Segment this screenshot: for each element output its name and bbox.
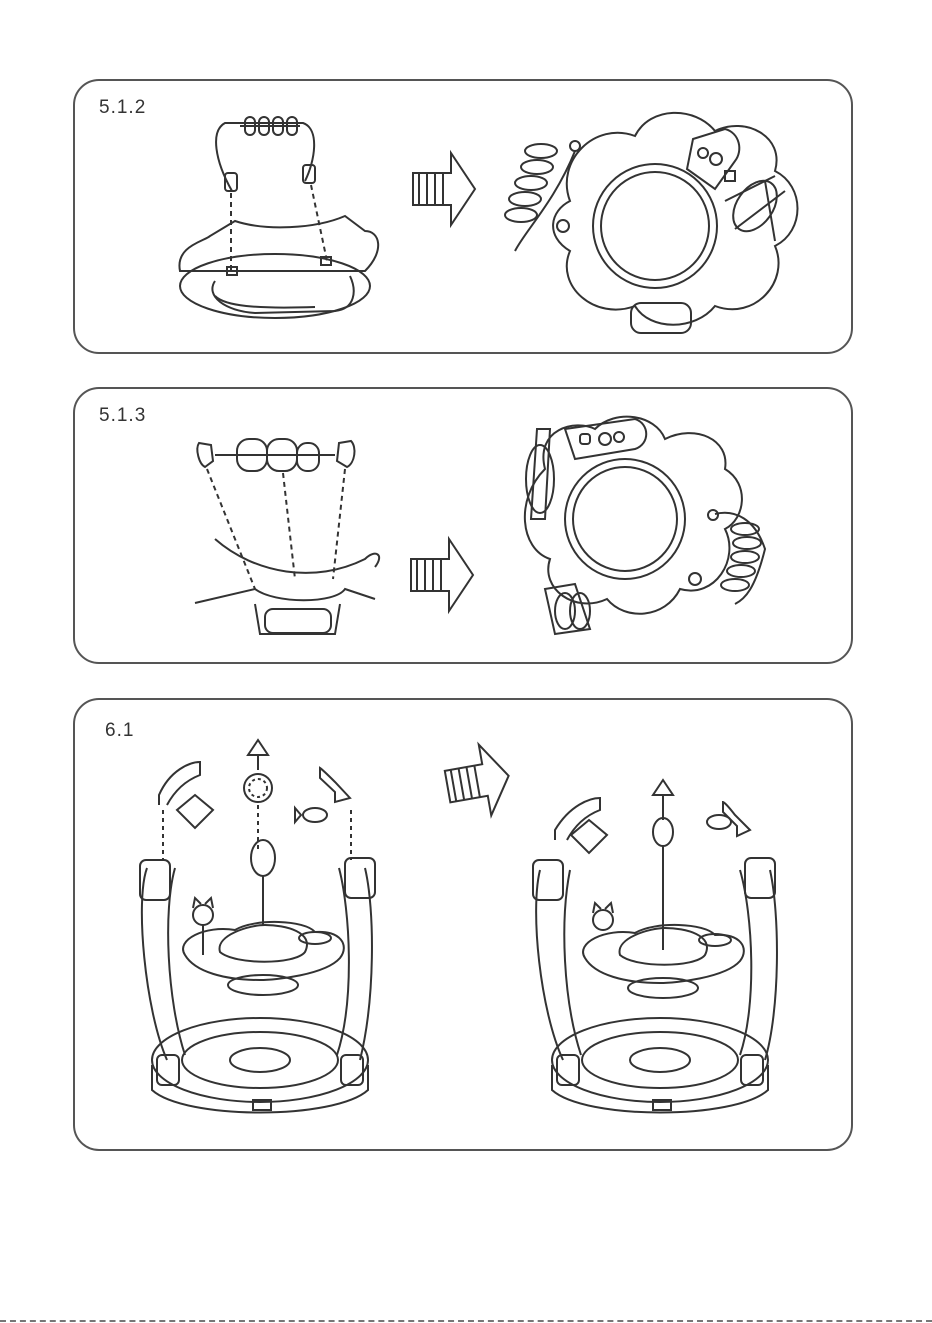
- bead-abacus-toy-icon: [216, 117, 315, 191]
- step-panel-5-1-2: 5.1.2: [73, 79, 853, 354]
- step-5-1-2-illustration: [75, 81, 855, 356]
- step-panel-5-1-3: 5.1.3: [73, 387, 853, 664]
- activity-seat-icon: [179, 216, 378, 318]
- activity-tray-top-view: [505, 113, 798, 333]
- roller-toy-icon: [197, 439, 354, 471]
- step-6-1-illustration: [75, 700, 855, 1153]
- striped-right-arrow-icon: [413, 153, 475, 225]
- activity-tray-top-view: [525, 417, 765, 634]
- step-5-1-3-illustration: [75, 389, 855, 666]
- striped-right-arrow-icon: [411, 539, 473, 611]
- baby-jumper-icon: [533, 780, 777, 1113]
- striped-right-arrow-icon: [441, 740, 515, 822]
- step-panel-6-1: 6.1: [73, 698, 853, 1151]
- baby-jumper-icon: [140, 740, 375, 1113]
- page-bottom-divider: [0, 1320, 932, 1322]
